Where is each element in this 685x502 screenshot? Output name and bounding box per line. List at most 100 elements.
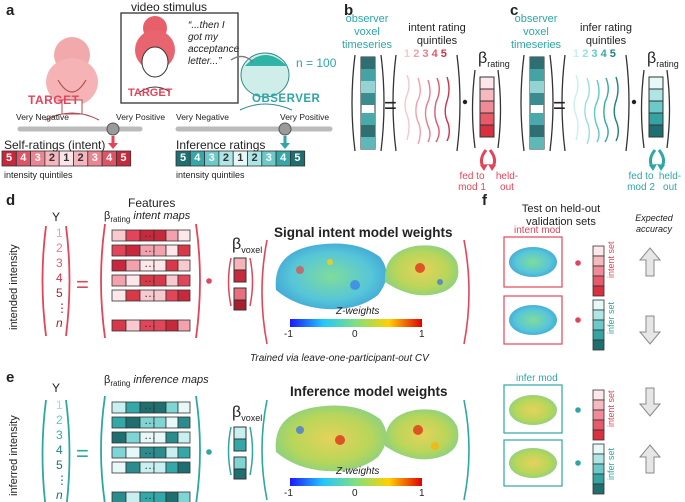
intent-matrix-cell — [165, 289, 179, 302]
inference-slider-thumb — [278, 122, 292, 136]
inference-rating-number: 5 — [180, 152, 187, 164]
f-infer-set-cell — [592, 319, 605, 331]
inference-matrix-cell — [111, 491, 127, 502]
inference-matrix-cell — [111, 416, 127, 429]
b-title-line2: quintiles — [416, 35, 458, 47]
f-intent-set-1: intent set — [606, 241, 616, 278]
d-tick-neg1: -1 — [284, 329, 293, 340]
panel-label-e: e — [6, 369, 15, 386]
intent-matrix-cell — [111, 289, 127, 302]
self-rating-scale — [1, 150, 132, 167]
f-infer-set-cell — [592, 299, 605, 311]
observer-voxel-column-b — [360, 56, 376, 150]
intent-matrix-cell — [165, 319, 179, 332]
d-y-label: Y — [52, 210, 61, 224]
c-equals: = — [553, 93, 566, 118]
inference-rating-number: 2 — [222, 152, 230, 164]
c-title-line1: infer rating — [580, 22, 632, 34]
f-intent-set-cell — [592, 399, 605, 411]
b-held-out: held-out — [492, 171, 522, 193]
self-rating-number: 3 — [34, 152, 41, 164]
inference-matrix-cell — [177, 491, 191, 502]
y-value: ⋮ — [56, 301, 68, 315]
c-num-3: 3 — [591, 48, 598, 60]
e-beta-inference-maps: βrating inference maps — [104, 374, 209, 388]
y-value: 3 — [56, 428, 63, 442]
intent-matrix-cell — [125, 259, 141, 272]
inference-matrix-cell — [165, 491, 179, 502]
b-held-line2: out — [500, 182, 514, 193]
panel-label-c: c — [510, 2, 519, 19]
intent-matrix-cell — [177, 319, 191, 332]
f-infer-mod-label: infer mod — [516, 373, 558, 384]
f-infer-set-cell — [592, 463, 605, 475]
d-yaxis-label: intended intensity — [8, 244, 20, 330]
self-rating-number: 2 — [77, 152, 84, 164]
b-beta-rating: βrating — [478, 50, 510, 69]
inference-matrix-cell — [177, 431, 191, 444]
d-tick-0: 0 — [352, 329, 358, 340]
f-intent-set-cell — [592, 255, 605, 267]
intent-matrix-cell — [177, 274, 191, 287]
target-label: TARGET — [28, 93, 80, 107]
d-bvoxel-symbol: β — [232, 236, 242, 253]
c-num-1: 1 — [573, 48, 580, 60]
infer-quintile-traces — [573, 74, 619, 145]
d-tick-1: 1 — [419, 329, 425, 340]
inference-matrix-cell — [125, 431, 141, 444]
inference-matrix-cell — [165, 446, 179, 459]
inference-rating-number: 2 — [251, 152, 258, 164]
f-intent-set-cell — [592, 265, 605, 277]
f-intent-mod-group — [503, 236, 581, 345]
b-observer-voxel-timeseries: observer voxel timeseries — [340, 13, 394, 52]
video-face-illustration — [135, 16, 175, 93]
panel-label-b: b — [344, 2, 354, 19]
f-title: Test on held-out validation sets — [506, 203, 616, 229]
d-beta-intent-maps: βrating intent maps — [104, 210, 190, 224]
d-title: Signal intent model weights — [274, 225, 453, 240]
panel-label-d: d — [6, 192, 16, 209]
f-infer-set-cell — [592, 329, 605, 341]
b-num-2: 2 — [413, 48, 420, 60]
f-infer-set-cell — [592, 339, 605, 351]
f-intent-set-cell — [592, 285, 605, 297]
y-value: n — [56, 488, 63, 502]
f-infer-mod-group — [503, 384, 581, 487]
matrix-ellipsis: … — [144, 413, 156, 427]
self-rating-number: 2 — [48, 152, 56, 164]
e-equals: = — [76, 441, 89, 466]
f-intent-set-cell — [592, 389, 605, 401]
intent-brain-lateral — [275, 243, 387, 310]
y-value: 1 — [56, 398, 63, 412]
f-intent-set-cell — [592, 429, 605, 441]
intent-matrix-cell — [111, 259, 127, 272]
b-num-1: 1 — [404, 48, 411, 60]
inference-matrix-cell — [125, 491, 141, 502]
intent-matrix-cell — [177, 244, 191, 257]
f-infer-set-cell — [592, 309, 605, 321]
b-held-line1: held- — [495, 171, 519, 182]
video-stimulus-title: video stimulus — [131, 0, 208, 14]
b-equals: = — [384, 93, 397, 118]
intent-brain-medial — [384, 245, 459, 296]
inference-matrix-cell — [111, 431, 127, 444]
y-value: ⋮ — [56, 473, 68, 487]
inference-matrix-cell — [177, 416, 191, 429]
beta-voxel-column-d — [233, 257, 247, 311]
b-num-4: 4 — [431, 48, 438, 60]
f-intent-mod-label: intent mod — [514, 225, 561, 236]
y-value: n — [56, 316, 63, 330]
b-observer-word: observer — [345, 13, 389, 25]
matrix-ellipsis: … — [144, 316, 156, 330]
observer-head-illustration — [239, 52, 293, 111]
inf-very-positive: Very Positive — [280, 112, 330, 122]
self-rating-number: 5 — [6, 152, 13, 164]
self-very-positive: Very Positive — [116, 112, 166, 122]
video-target-label: TARGET — [128, 87, 173, 99]
y-value: 2 — [56, 413, 63, 427]
inference-matrix-cell — [177, 446, 191, 459]
self-rating-number: 4 — [20, 152, 27, 164]
e-y-label: Y — [52, 381, 61, 395]
self-rating-cell — [116, 150, 132, 167]
matrix-ellipsis: … — [144, 428, 156, 442]
